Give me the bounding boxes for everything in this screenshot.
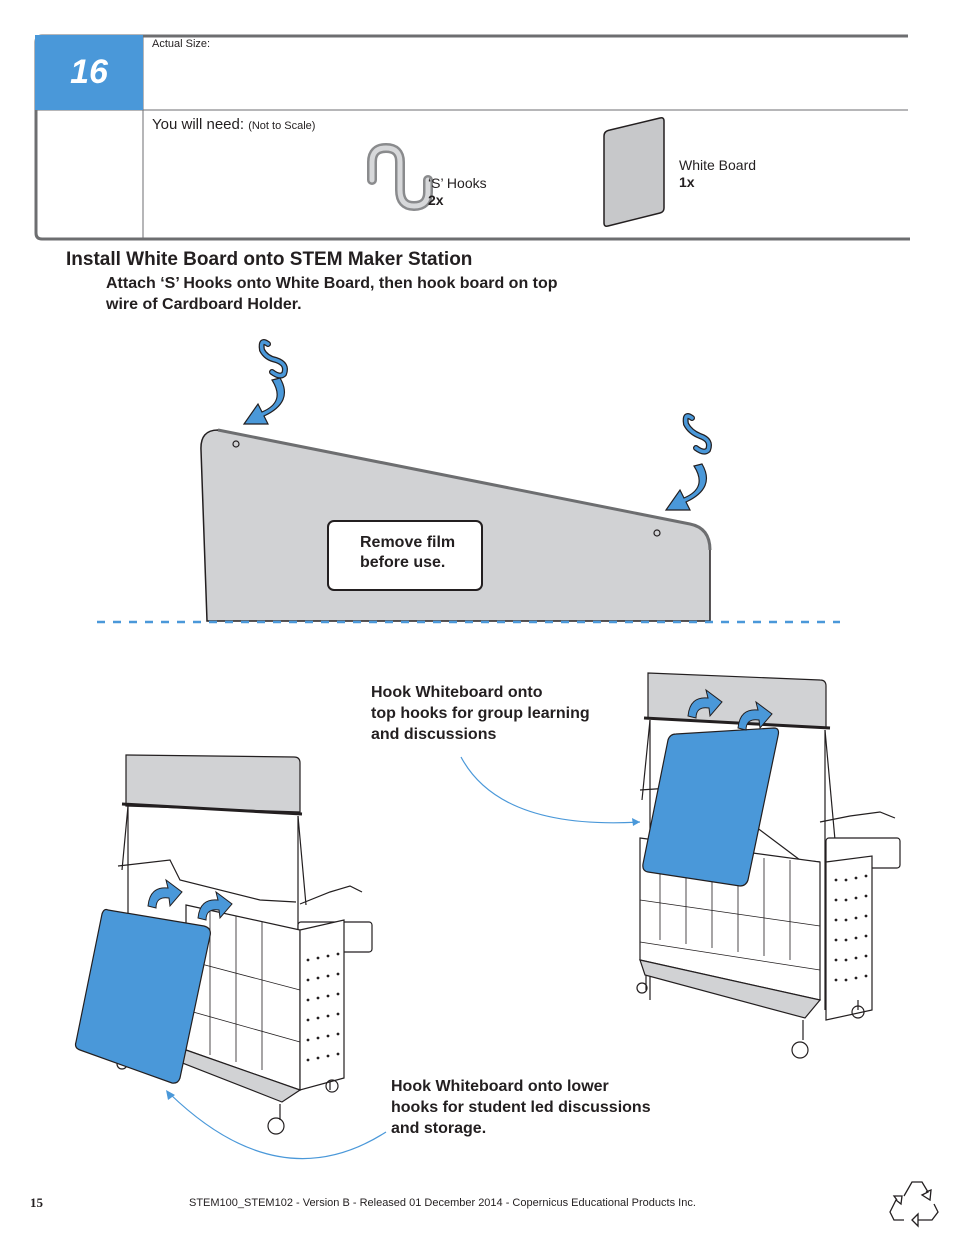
arrow-left-icon	[242, 377, 285, 425]
callout-line: and storage.	[391, 1120, 487, 1137]
s-hook-left	[258, 339, 288, 379]
warning-line-1: Remove film	[360, 534, 456, 551]
part-s-hooks: ‘S’ Hooks 2x	[428, 175, 487, 209]
not-to-scale-note: (Not to Scale)	[248, 120, 316, 132]
part-white-board: White Board 1x	[679, 157, 756, 191]
s-hook-right	[682, 413, 712, 455]
callout-line: Hook Whiteboard onto	[371, 684, 543, 701]
step-number-badge: 16	[35, 35, 143, 110]
section-title: Install White Board onto STEM Maker Stat…	[66, 249, 473, 270]
actual-size-label: Actual Size:	[152, 38, 211, 50]
recycle-icon	[889, 1181, 939, 1228]
callout-arrow-top-icon	[460, 756, 641, 826]
pegboard-right	[834, 874, 868, 982]
callout-line: and discussions	[371, 726, 497, 743]
cart-lower-hooks-illustration	[74, 754, 373, 1135]
warning-box	[327, 520, 483, 591]
part-qty: 2x	[428, 192, 444, 208]
callout-line: Hook Whiteboard onto lower	[391, 1078, 609, 1095]
callout-line: hooks for student led discussions	[391, 1099, 651, 1116]
part-qty: 1x	[679, 174, 695, 190]
cart-top-hooks-illustration	[636, 672, 901, 1059]
warning-text: Remove film before use.	[360, 533, 455, 573]
white-board-part-icon	[603, 117, 665, 227]
instruction-text: Attach ‘S’ Hooks onto White Board, then …	[106, 275, 558, 313]
callout-top-hooks: Hook Whiteboard onto top hooks for group…	[371, 682, 590, 745]
hook-arrow-top-icon	[687, 688, 773, 731]
you-will-need-label: You will need: (Not to Scale)	[152, 116, 315, 133]
callout-arrow-lower-icon	[166, 1090, 387, 1160]
callout-lower-hooks: Hook Whiteboard onto lower hooks for stu…	[391, 1076, 651, 1139]
pegboard-left	[306, 952, 340, 1062]
step-number: 16	[70, 53, 108, 91]
part-name: ‘S’ Hooks	[428, 175, 487, 191]
part-name: White Board	[679, 157, 757, 173]
arrow-right-icon	[664, 463, 707, 511]
warning-line-2: before use.	[360, 554, 446, 571]
you-will-need-text: You will need:	[152, 116, 245, 133]
callout-line: top hooks for group learning	[371, 705, 590, 722]
footer-text: STEM100_STEM102 - Version B - Released 0…	[189, 1197, 696, 1209]
hook-arrow-lower-icon	[147, 878, 233, 921]
page-number: 15	[30, 1195, 43, 1210]
s-hook-part-icon	[367, 142, 433, 212]
